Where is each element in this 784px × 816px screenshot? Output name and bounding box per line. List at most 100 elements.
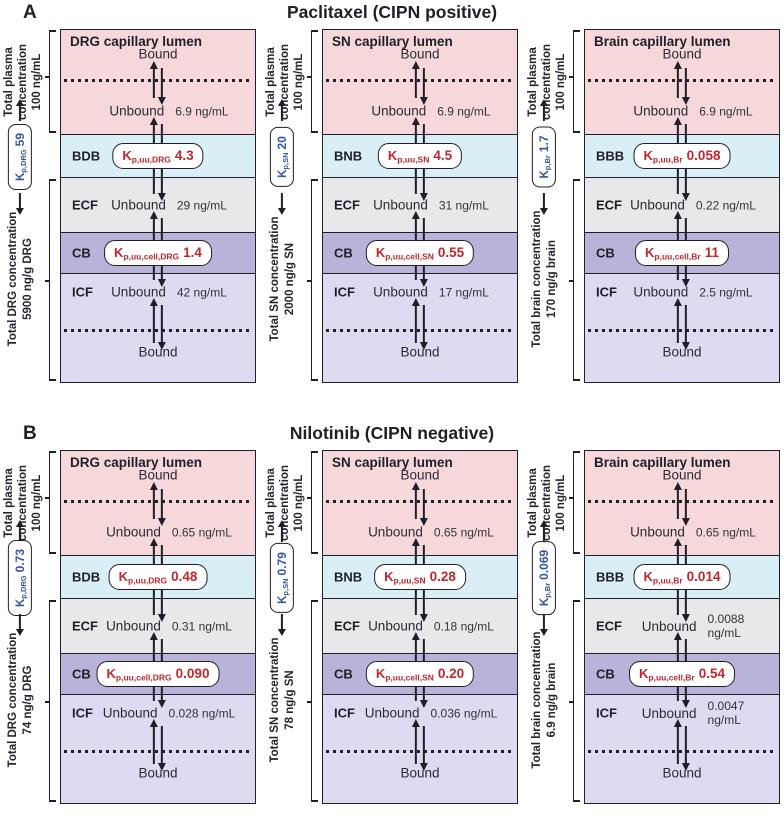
icf-band: [61, 694, 255, 803]
ecf-band: [585, 177, 779, 233]
unbound-label: Unbound: [371, 103, 427, 119]
barrier-label: BBB: [596, 148, 625, 164]
kpuu-value: 11: [704, 244, 719, 260]
kpuu-value: 0.28: [429, 568, 456, 584]
compartment-box: Brain capillary lumen Bound Unbound 6.9 …: [584, 29, 780, 383]
ecf-unbound-row: Unbound 0.31 ng/mL: [87, 619, 251, 634]
unbound-value: 0.65 ng/mL: [433, 525, 494, 539]
tissue-concentration-label: Total SN concentration 78 ng/g SN: [268, 602, 302, 798]
ecf-band: [323, 598, 517, 654]
unbound-value: 29 ng/mL: [176, 198, 227, 212]
kp-ratio-indicator: Kp,DRG0.73: [3, 520, 37, 636]
unbound-label: Unbound: [373, 284, 428, 300]
panel-title: Paclitaxel (CIPN positive): [286, 2, 498, 22]
kpuu-value: 4.5: [433, 147, 453, 163]
compartment-column: Total plasma concentration 100 ng/mL Kp,…: [524, 450, 782, 808]
plasma-unbound-row: Unbound 6.9 ng/mL: [611, 104, 775, 119]
icf-unbound-row: Unbound 2.5 ng/mL: [611, 285, 775, 300]
exchange-arrows-icon: [672, 482, 691, 526]
dotted-divider: [326, 750, 514, 753]
bracket-tick: [307, 280, 312, 282]
icf-band: [323, 273, 517, 382]
kp-value: 59: [12, 132, 27, 147]
compartment-box: SN capillary lumen Bound Unbound 6.9 ng/…: [322, 29, 518, 383]
icf-unbound-row: Unbound 0.036 ng/mL: [349, 706, 513, 721]
tissue-concentration-value: 78 ng/g SN: [283, 670, 296, 730]
ecf-label: ECF: [72, 197, 98, 213]
plasma-bracket: [307, 451, 318, 554]
bracket-tick: [45, 701, 50, 703]
unbound-label: Unbound: [111, 284, 166, 300]
up-arrow-icon: [277, 520, 287, 542]
kpuu-subscript: p,uu,SN: [393, 575, 426, 586]
down-arrow-icon: [277, 614, 287, 636]
kpuu-symbol: K: [645, 244, 655, 260]
icf-unbound-row: Unbound 0.028 ng/mL: [87, 706, 251, 721]
tissue-bracket: [569, 179, 580, 381]
box-overlay: SN capillary lumen Bound Unbound 0.65 ng…: [323, 451, 517, 803]
unbound-label: Unbound: [633, 284, 689, 300]
kpuu-symbol: K: [118, 568, 128, 584]
kp-subscript: p,SN: [280, 578, 290, 596]
kp-value: 1.7: [536, 135, 551, 153]
cell-binding-label: CB: [72, 245, 91, 261]
exchange-arrows-icon: [410, 482, 429, 526]
exchange-arrows-icon: [148, 61, 167, 105]
panel-paclitaxel: A Paclitaxel (CIPN positive) Total plasm…: [0, 2, 784, 387]
tissue-concentration-label: Total brain concentration 6.9 ng/g brain: [530, 602, 564, 798]
dotted-divider: [588, 750, 776, 753]
dotted-divider: [326, 79, 514, 82]
dotted-divider: [588, 79, 776, 82]
kpuu-subscript: p,uu,Br: [652, 575, 683, 586]
kpuu-symbol: K: [387, 147, 398, 163]
down-arrow-icon: [539, 614, 549, 636]
dotted-divider: [64, 500, 252, 503]
ecf-label: ECF: [334, 197, 360, 213]
tissue-bracket: [307, 179, 318, 381]
icf-band: [61, 273, 255, 382]
ecf-unbound-row: Unbound 29 ng/mL: [87, 198, 251, 213]
bound-label: Bound: [400, 765, 440, 781]
barrier-label: BDB: [72, 148, 101, 164]
up-arrow-icon: [15, 99, 25, 121]
compartment-column: Total plasma concentration 100 ng/mL Kp,…: [0, 450, 258, 808]
kp-value: 0.73: [12, 548, 27, 573]
panel-header: B Nilotinib (CIPN negative): [0, 423, 784, 450]
ecf-label: ECF: [72, 618, 98, 634]
icf-label: ICF: [334, 705, 355, 721]
box-overlay: DRG capillary lumen Bound Unbound 6.9 ng…: [61, 30, 255, 382]
icf-label: ICF: [596, 705, 617, 721]
unbound-value: 0.0047 ng/mL: [707, 699, 745, 727]
kp-ratio-indicator: Kp,Br0.069: [527, 520, 561, 636]
plasma-unbound-row: Unbound 0.65 ng/mL: [87, 525, 251, 540]
kpuu-subscript: p,uu,DRG: [127, 575, 168, 586]
box-overlay: SN capillary lumen Bound Unbound 6.9 ng/…: [323, 30, 517, 382]
kp-value: 20: [274, 136, 289, 150]
panel-letter: A: [23, 2, 37, 23]
tissue-bracket: [569, 600, 580, 802]
tissue-concentration-text: Total SN concentration: [269, 216, 281, 342]
tissue-concentration-text: Total DRG concentration: [7, 211, 19, 347]
kpuu-subscript: p,uu,SN: [397, 154, 430, 165]
tissue-concentration-text: Total SN concentration: [269, 637, 281, 763]
capillary-lumen-band: [323, 451, 517, 555]
exchange-arrows-icon: [672, 61, 691, 105]
unbound-value: 31 ng/mL: [438, 198, 489, 212]
unbound-value: 6.9 ng/mL: [175, 104, 229, 118]
kp-value: 0.069: [536, 549, 551, 580]
bracket-tick: [45, 497, 50, 500]
kpuu-subscript: p,uu,DRG: [131, 154, 171, 165]
barrier-label: BDB: [72, 569, 101, 585]
bound-label: Bound: [400, 344, 440, 360]
bound-label: Bound: [400, 467, 440, 483]
cell-binding-label: CB: [334, 666, 353, 682]
capillary-title: Brain capillary lumen: [594, 455, 731, 470]
icf-label: ICF: [596, 284, 617, 300]
tissue-bracket: [45, 600, 56, 802]
